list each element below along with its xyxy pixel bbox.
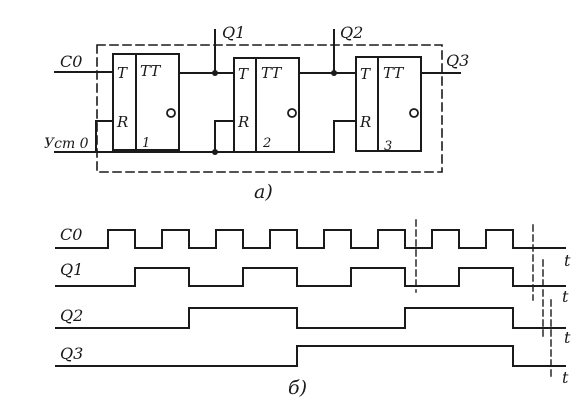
waveform-q3 bbox=[55, 345, 566, 367]
input-label-c0: C0 bbox=[60, 52, 82, 71]
flipflop-3: T TT R 3 bbox=[355, 56, 422, 154]
output-label-q2: Q2 bbox=[340, 23, 363, 42]
time-label-4: t bbox=[562, 368, 569, 387]
sync-lines bbox=[415, 219, 552, 379]
flipflop-1-body bbox=[112, 53, 180, 151]
flipflop-3-number: 3 bbox=[384, 139, 392, 154]
timing-diagram: C0 Q1 Q2 Q3 t t t t б) bbox=[55, 219, 571, 399]
signal-label-q2: Q2 bbox=[60, 306, 83, 325]
inverted-output-bubble-2 bbox=[287, 108, 297, 118]
flipflop-1-type-label: TT bbox=[140, 62, 161, 80]
flipflop-2-t-label: T bbox=[238, 65, 249, 83]
circuit-wiring bbox=[54, 29, 461, 155]
flipflop-1-number: 1 bbox=[142, 136, 150, 151]
waveform-c0 bbox=[55, 229, 566, 249]
circuit-diagram: T TT R 1 T TT R 2 T TT R 3 bbox=[44, 23, 469, 203]
waveform-q2 bbox=[55, 307, 566, 329]
flipflop-2-type-label: TT bbox=[261, 64, 282, 82]
signal-label-q3: Q3 bbox=[60, 344, 83, 363]
reset-label: Уст 0 bbox=[44, 136, 89, 152]
output-label-q1: Q1 bbox=[222, 23, 245, 42]
module-boundary bbox=[96, 44, 443, 173]
output-label-q3: Q3 bbox=[446, 51, 469, 70]
flipflop-3-body bbox=[355, 56, 422, 152]
time-label-2: t bbox=[562, 287, 569, 306]
time-label-3: t bbox=[564, 328, 571, 347]
caption-b: б) bbox=[288, 377, 307, 399]
time-label-1: t bbox=[564, 251, 571, 270]
flipflop-2-number: 2 bbox=[262, 136, 271, 151]
flipflop-3-r-label: R bbox=[359, 113, 371, 131]
waveforms bbox=[55, 229, 566, 367]
flipflop-1: T TT R 1 bbox=[112, 53, 180, 151]
flipflop-3-t-label: T bbox=[360, 65, 371, 83]
flipflop-1-t-label: T bbox=[117, 64, 128, 82]
inverted-output-bubble-1 bbox=[166, 108, 176, 118]
flipflop-1-r-label: R bbox=[116, 113, 128, 131]
waveform-q1 bbox=[55, 267, 566, 287]
signal-label-c0: C0 bbox=[60, 225, 82, 244]
flipflop-3-type-label: TT bbox=[383, 64, 404, 82]
caption-a: а) bbox=[254, 181, 273, 203]
flipflop-2-r-label: R bbox=[237, 113, 249, 131]
signal-label-q1: Q1 bbox=[60, 260, 83, 279]
inverted-output-bubble-3 bbox=[409, 108, 419, 118]
flipflop-2: T TT R 2 bbox=[233, 57, 300, 153]
